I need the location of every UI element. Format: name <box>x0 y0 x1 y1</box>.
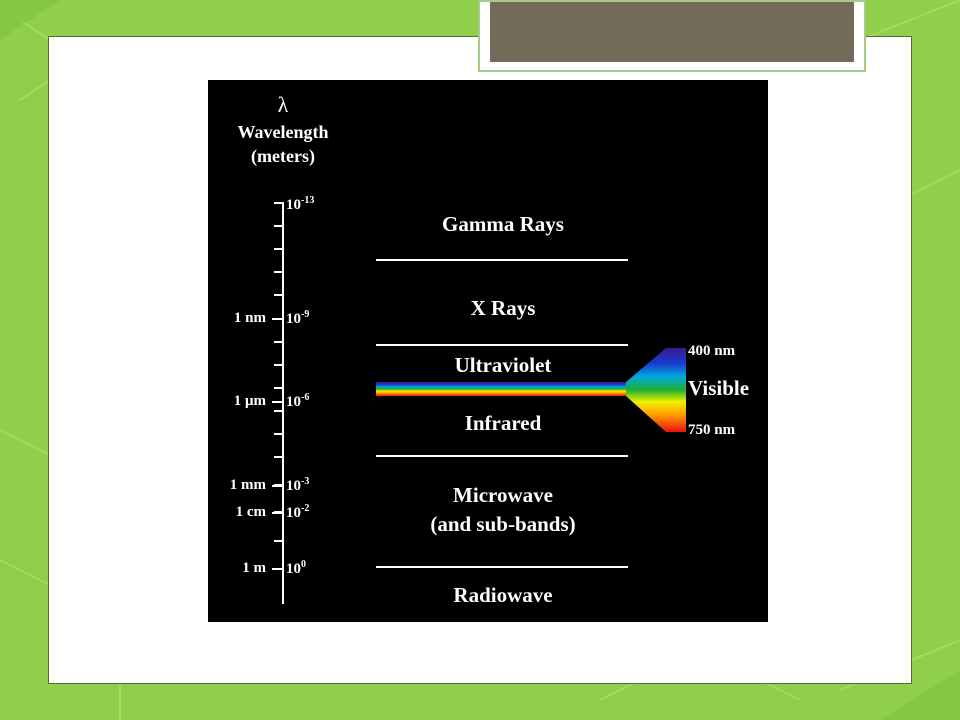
unit-label-m: 1 m <box>242 560 266 576</box>
major-tick-um <box>272 401 282 403</box>
visible-750nm-label: 750 nm <box>688 422 736 438</box>
band-microwave: Microwave <box>453 483 553 507</box>
axis-tick <box>274 248 282 250</box>
axis-title: Wavelength <box>237 122 329 142</box>
band-infrared: Infrared <box>464 411 542 435</box>
axis-tick <box>274 271 282 273</box>
spectrum-figure: λ Wavelength (meters) 10-13 1 nm 10-9 1 … <box>208 80 768 622</box>
scale-label-1e-9: 10-9 <box>286 309 310 327</box>
axis-tick <box>274 433 282 435</box>
axis-tick <box>274 456 282 458</box>
visible-spectrum-strip <box>376 382 628 396</box>
major-tick-cm <box>272 512 282 514</box>
visible-400nm-label: 400 nm <box>688 343 736 359</box>
major-tick-nm <box>272 318 282 320</box>
axis-tick <box>274 364 282 366</box>
unit-label-nm: 1 nm <box>233 310 266 326</box>
axis-unit: (meters) <box>251 146 315 166</box>
band-ultraviolet: Ultraviolet <box>454 353 552 377</box>
scale-label-1e-6: 10-6 <box>286 392 310 410</box>
unit-label-um: 1 μm <box>233 393 266 409</box>
band-divider <box>376 455 628 457</box>
band-divider <box>376 344 628 346</box>
axis-tick <box>274 225 282 227</box>
axis-tick <box>274 410 282 412</box>
lambda-symbol: λ <box>277 92 289 117</box>
axis-tick <box>274 294 282 296</box>
scale-label-1e0: 100 <box>286 559 306 577</box>
band-divider <box>376 259 628 261</box>
scale-label-1e-3: 10-3 <box>286 476 310 494</box>
band-x-rays: X Rays <box>470 296 536 320</box>
axis-tick <box>274 202 282 204</box>
band-divider <box>376 566 628 568</box>
wavelength-axis <box>282 202 284 604</box>
axis-tick <box>274 341 282 343</box>
unit-label-cm: 1 cm <box>235 504 266 520</box>
major-tick-m <box>272 568 282 570</box>
scale-label-1e-13: 10-13 <box>286 195 315 213</box>
band-gamma-rays: Gamma Rays <box>442 212 564 236</box>
visible-label: Visible <box>688 376 750 400</box>
axis-tick <box>274 387 282 389</box>
visible-spectrum-fan <box>626 348 686 432</box>
band-microwave-sub: (and sub-bands) <box>430 512 576 536</box>
band-radiowave: Radiowave <box>453 583 553 607</box>
major-tick-mm <box>272 485 282 487</box>
title-bar <box>490 2 854 62</box>
title-tab <box>478 0 866 72</box>
unit-label-mm: 1 mm <box>229 477 266 493</box>
scale-label-1e-2: 10-2 <box>286 503 310 521</box>
axis-tick <box>274 540 282 542</box>
